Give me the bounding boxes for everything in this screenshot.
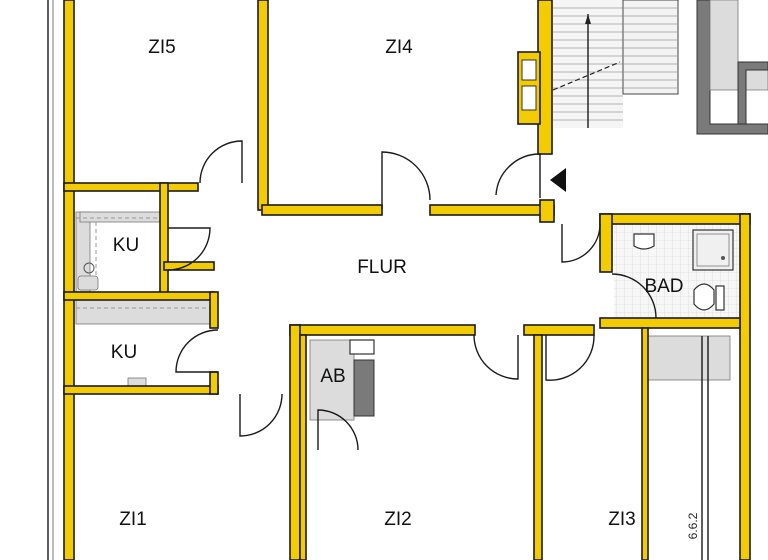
balcony — [645, 335, 731, 560]
label-zi5: ZI5 — [148, 37, 175, 58]
label-zi1: ZI1 — [119, 509, 146, 530]
kitchen-bottom-fixtures — [75, 299, 215, 389]
room-labels: ZI5 ZI4 KU KU FLUR BAD AB ZI1 ZI2 ZI3 6.… — [111, 37, 700, 539]
door-swings — [167, 140, 657, 451]
outer-facade — [47, 0, 54, 560]
storage-fixtures — [309, 339, 375, 421]
entrance-arrow-icon — [550, 168, 566, 192]
label-zi3: ZI3 — [608, 509, 635, 530]
label-zi4: ZI4 — [385, 37, 413, 58]
label-zi2: ZI2 — [384, 509, 411, 530]
staircase — [552, 0, 679, 128]
label-bad: BAD — [644, 276, 683, 297]
label-ku-bottom: KU — [111, 342, 137, 363]
label-ab: AB — [320, 366, 345, 387]
dimension-label: 6.6.2 — [686, 512, 700, 539]
building-edge — [696, 0, 768, 135]
kitchen-top-fixtures — [75, 211, 164, 293]
label-flur: FLUR — [357, 257, 407, 278]
label-ku-top: KU — [113, 235, 139, 256]
walls — [63, 0, 751, 560]
bathroom-fixtures — [614, 222, 740, 322]
